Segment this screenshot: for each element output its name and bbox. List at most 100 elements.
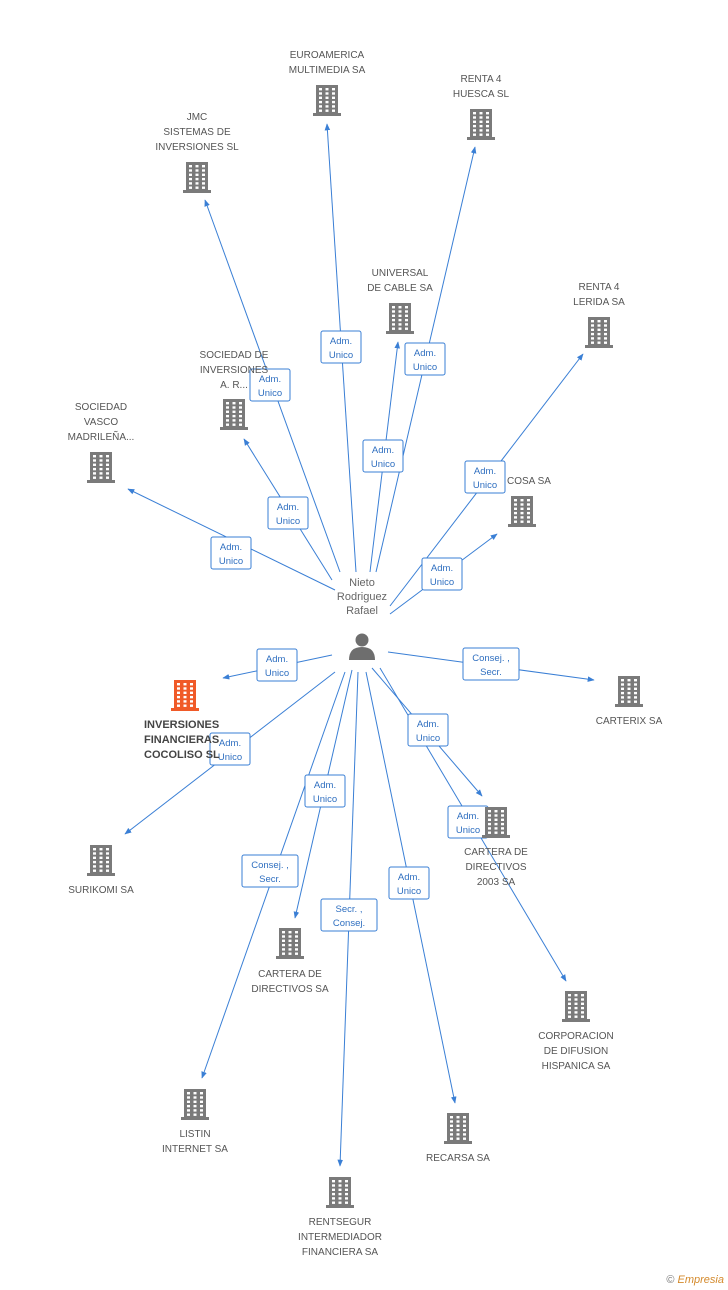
building-icon — [386, 303, 414, 334]
company-name-line: CORPORACION — [538, 1031, 614, 1042]
edge-label-line: Unico — [473, 480, 497, 491]
edge-label-line: Adm. — [431, 563, 453, 574]
person-name-line: Nieto — [349, 577, 375, 589]
edge-label-sociedad-vasco[interactable]: Adm.Unico — [210, 536, 252, 570]
edge-label-rentseguro[interactable]: Secr. , Consej. — [320, 898, 378, 932]
company-name-line: CARTERIX SA — [596, 716, 663, 727]
edge-label-line: Adm. — [277, 502, 299, 513]
company-node-universal-cable[interactable]: UNIVERSAL DE CABLE SA — [367, 268, 433, 334]
edge-label-line: Adm. — [372, 445, 394, 456]
company-name-line: COCOLISO SL — [144, 749, 220, 761]
edge-label-line: Adm. — [474, 466, 496, 477]
building-icon — [171, 680, 199, 711]
edge-label-line: Consej. — [333, 918, 365, 929]
edge-label-line: Secr. , — [336, 904, 363, 915]
company-node-recarsa[interactable]: RECARSA SA — [426, 1113, 490, 1164]
edge-label-line: Unico — [329, 350, 353, 361]
edge-label-listin[interactable]: Consej. ,Secr. — [241, 854, 299, 888]
building-icon — [183, 162, 211, 193]
edge-label-line: Adm. — [314, 780, 336, 791]
edge-label-renta4-huesca[interactable]: Adm.Unico — [404, 342, 446, 376]
edge-label-jmc[interactable]: Adm. Unico — [249, 368, 291, 402]
edge-label-line: Adm. — [457, 811, 479, 822]
company-name-line: DE DIFUSION — [544, 1046, 608, 1057]
company-node-jmc[interactable]: JMC SISTEMAS DE INVERSIONES SL — [155, 112, 239, 193]
company-name-line: SOCIEDAD DE — [200, 350, 269, 361]
edge-label-line: Unico — [430, 577, 454, 588]
company-node-rentseguro[interactable]: RENTSEGUR INTERMEDIADOR FINANCIERA SA — [298, 1177, 382, 1258]
company-node-carterix[interactable]: CARTERIX SA — [596, 676, 663, 727]
company-name-line: CARTERA DE — [464, 847, 528, 858]
building-icon — [508, 496, 536, 527]
person-icon — [349, 633, 375, 660]
edge-label-line: Adm. — [266, 654, 288, 665]
building-icon — [220, 399, 248, 430]
company-name-line: JMC — [187, 112, 208, 123]
building-icon — [467, 109, 495, 140]
edge-label-line: Unico — [416, 733, 440, 744]
company-name-line: FINANCIERA SA — [302, 1247, 378, 1258]
edge-label-sociedad-inversiones[interactable]: Adm.Unico — [267, 496, 309, 530]
edge-label-line: Adm. — [330, 336, 352, 347]
company-name-line: MADRILEÑA... — [68, 430, 135, 443]
edge-label-line: Consej. , — [251, 860, 289, 871]
company-name-line: SURIKOMI SA — [68, 885, 134, 896]
company-name-line: UNIVERSAL — [372, 268, 429, 279]
edge-label-line: Unico — [456, 825, 480, 836]
edge-label-carterix[interactable]: Consej. ,Secr. — [462, 647, 520, 681]
company-name-line: VASCO — [84, 417, 118, 428]
copyright-icon: © — [666, 1274, 675, 1286]
edge-label-line: Adm. — [219, 738, 241, 749]
company-node-sociedad-vasco[interactable]: SOCIEDAD VASCO MADRILEÑA... — [68, 402, 135, 483]
company-name-line: RECARSA SA — [426, 1153, 490, 1164]
edge-label-surikomi[interactable]: Adm.Unico — [209, 732, 251, 766]
company-name-line: DE CABLE SA — [367, 283, 433, 294]
building-icon — [444, 1113, 472, 1144]
edge-label-corporacion-difusion[interactable]: Adm. Unico — [447, 805, 489, 839]
person-name-line: Rodriguez — [337, 591, 387, 603]
edge-label-renta4-lerida[interactable]: Adm. Unico — [464, 460, 506, 494]
edge-label-cartera-directivos-2003[interactable]: Adm.Unico — [407, 713, 449, 747]
company-name-line: SISTEMAS DE — [163, 127, 231, 138]
edge-label-line: Adm. — [398, 872, 420, 883]
edge-label-universal-cable[interactable]: Adm.Unico — [362, 439, 404, 473]
building-icon — [326, 1177, 354, 1208]
company-name-line: SOCIEDAD — [75, 402, 127, 413]
company-name-line: RENTSEGUR — [309, 1217, 372, 1228]
company-name-line: INVERSIONES SL — [155, 142, 239, 153]
company-name-line: HISPANICA SA — [542, 1061, 611, 1072]
company-name-line: DIRECTIVOS SA — [251, 984, 329, 995]
building-icon — [87, 845, 115, 876]
building-icon — [482, 807, 510, 838]
company-name-line: INVERSIONES — [200, 365, 269, 376]
building-icon — [562, 991, 590, 1022]
edge-label-euroamerica[interactable]: Adm. Unico — [320, 330, 362, 364]
edge-label-line: Unico — [313, 794, 337, 805]
brand-logo[interactable]: Empresia — [677, 1274, 724, 1286]
company-node-cosa[interactable]: COSA SA — [507, 476, 551, 527]
edge-label-line: Adm. — [259, 374, 281, 385]
edge-label-cartera-directivos[interactable]: Adm. Unico — [304, 774, 346, 808]
company-node-corporacion-difusion[interactable]: CORPORACION DE DIFUSION HISPANICA SA — [538, 991, 614, 1072]
edge-label-line: Unico — [258, 388, 282, 399]
edge-label-recarsa[interactable]: Adm.Unico — [388, 866, 430, 900]
edge-label-cosa[interactable]: Adm. Unico — [421, 557, 463, 591]
company-name-line: INTERMEDIADOR — [298, 1232, 382, 1243]
company-node-surikomi[interactable]: SURIKOMI SA — [68, 845, 134, 896]
edge-label-line: Adm. — [220, 542, 242, 553]
edge-label-line: Unico — [413, 362, 437, 373]
company-name-line: EUROAMERICA — [290, 50, 365, 61]
edge-label-inversiones-cocoliso[interactable]: Adm.Unico — [256, 648, 298, 682]
